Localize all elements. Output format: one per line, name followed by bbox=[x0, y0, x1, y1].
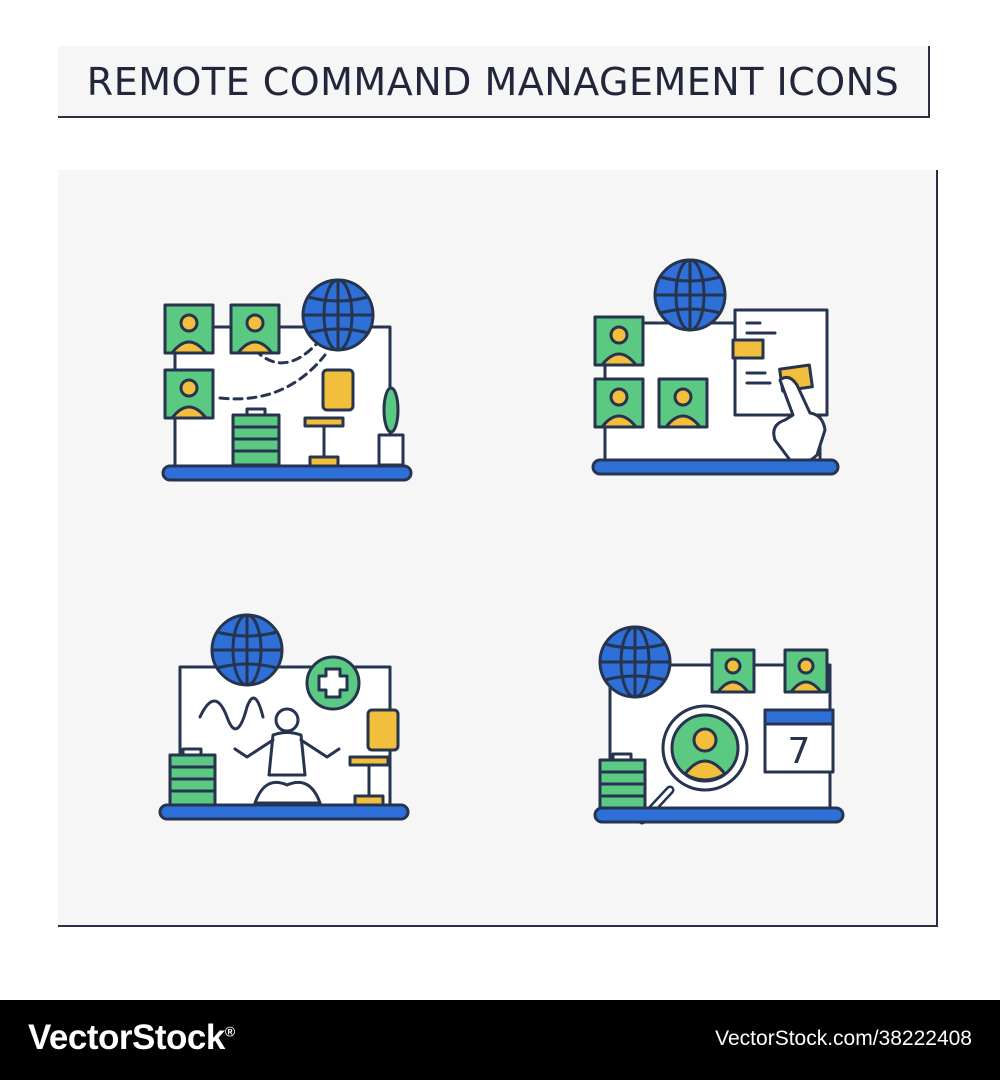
task-assignment-icon bbox=[591, 258, 840, 476]
title-box: REMOTE COMMAND MANAGEMENT ICONS bbox=[58, 46, 930, 118]
vectorstock-logo-text: VectorStock bbox=[28, 1018, 225, 1057]
vectorstock-logo: VectorStock® bbox=[28, 1018, 235, 1058]
calendar-day: 7 bbox=[788, 731, 811, 772]
footer-bar: VectorStock® VectorStock.com/38222408 bbox=[0, 1000, 1000, 1080]
person-avatar bbox=[593, 315, 645, 367]
registered-mark: ® bbox=[224, 1023, 235, 1040]
wellbeing-meditation-icon bbox=[158, 613, 410, 821]
employee-search-calendar-icon: 7 bbox=[593, 625, 845, 825]
person-avatar bbox=[163, 303, 215, 355]
health-cross bbox=[305, 655, 361, 711]
globe bbox=[598, 625, 672, 699]
person-avatar bbox=[229, 303, 281, 355]
globe bbox=[301, 278, 375, 352]
page-title: REMOTE COMMAND MANAGEMENT ICONS bbox=[86, 60, 900, 104]
globe bbox=[653, 258, 727, 332]
image-id: VectorStock.com/38222408 bbox=[715, 1027, 972, 1050]
person-avatar bbox=[657, 377, 709, 429]
person-avatar bbox=[710, 648, 756, 694]
remote-team-workspace-icon bbox=[161, 278, 413, 482]
person-avatar bbox=[593, 377, 645, 429]
person-avatar bbox=[783, 648, 829, 694]
person-avatar bbox=[163, 368, 215, 420]
globe bbox=[210, 613, 284, 687]
